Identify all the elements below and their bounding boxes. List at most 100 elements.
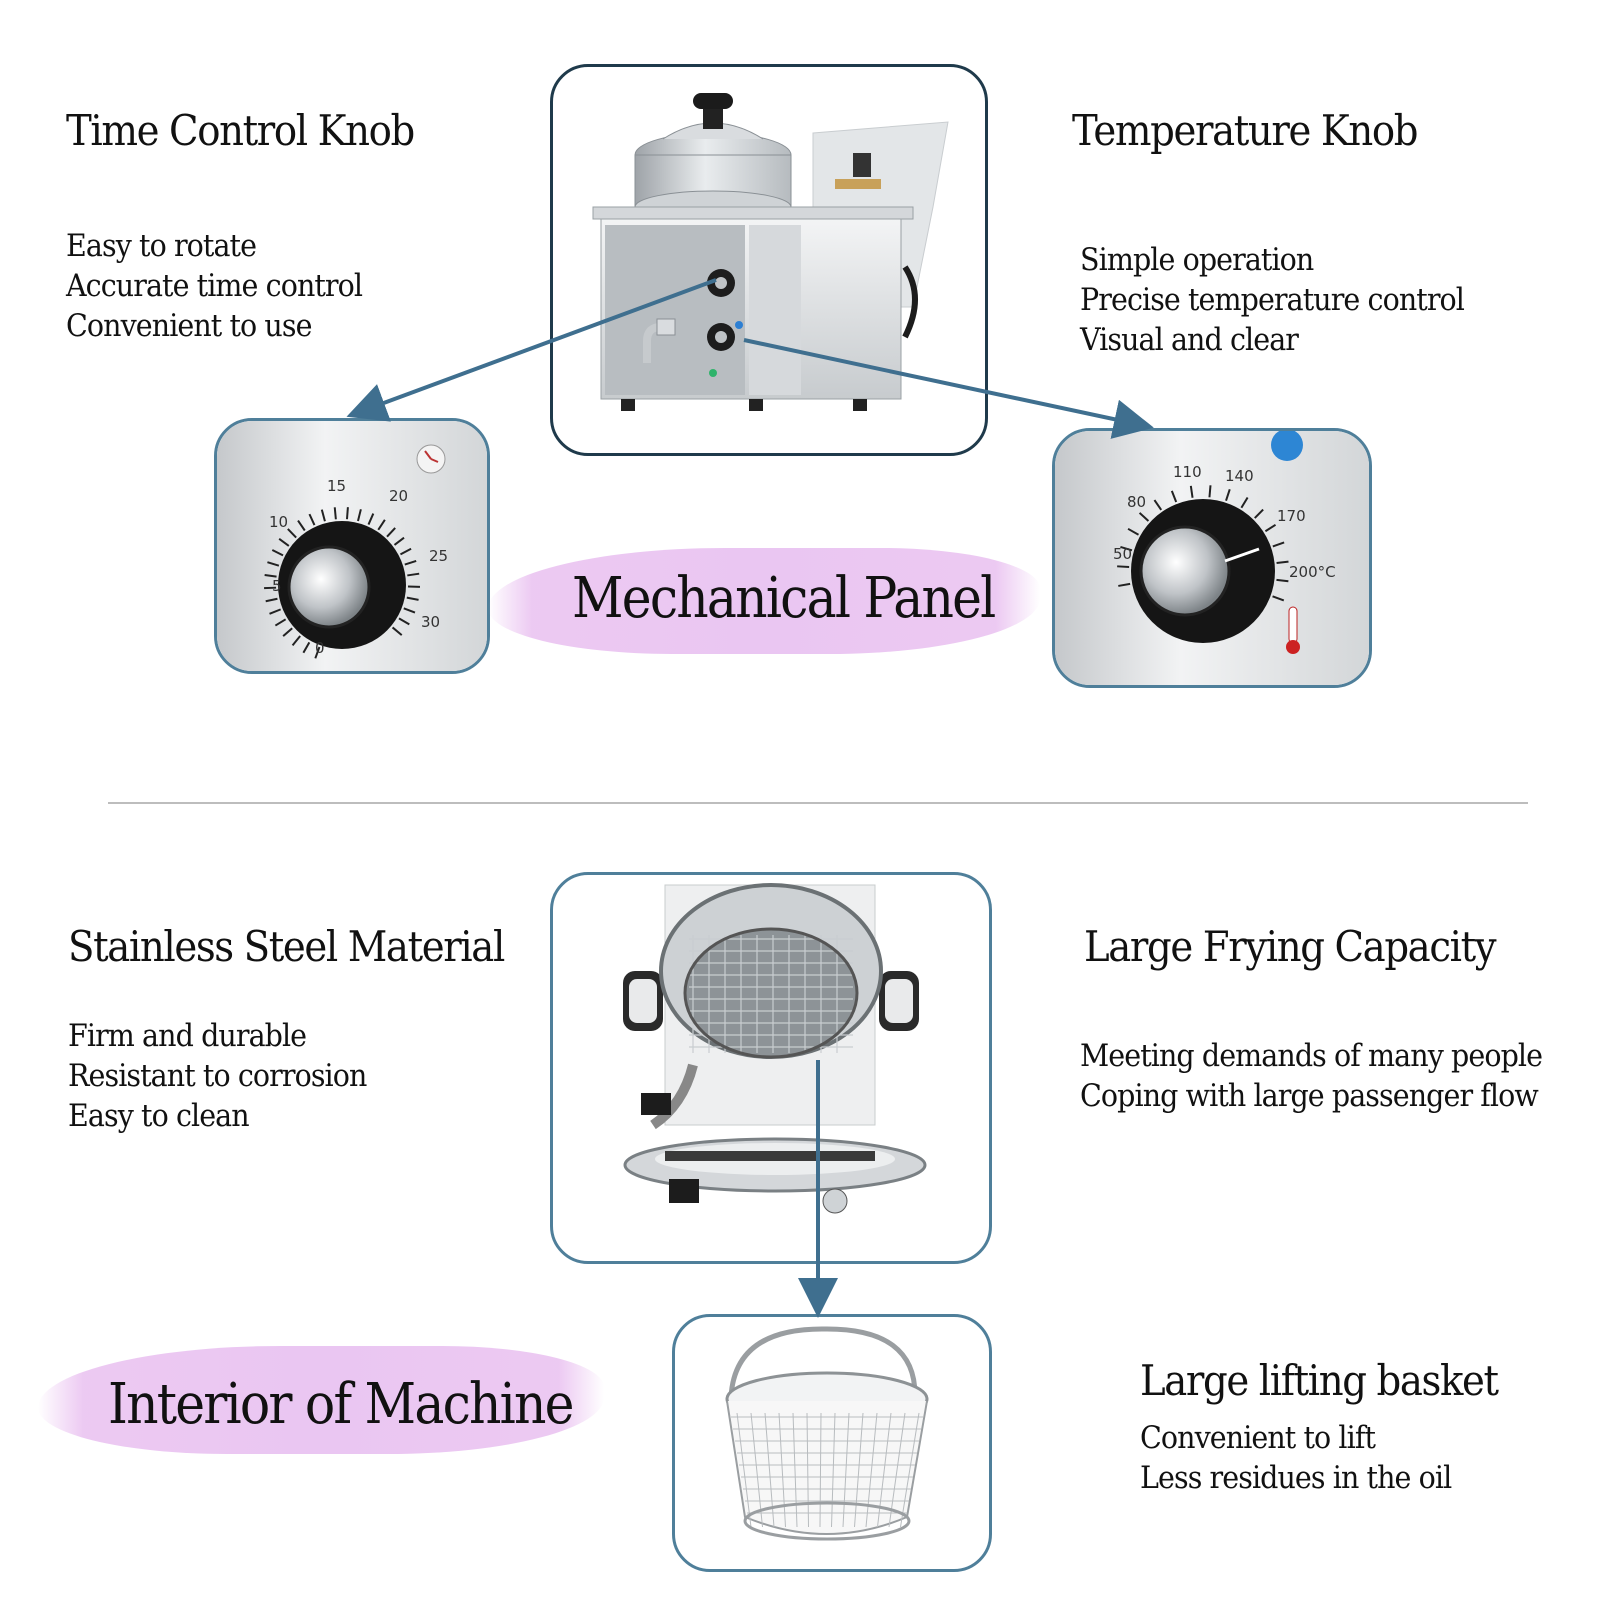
time-knob-title: Time Control Knob <box>66 106 415 155</box>
mesh-line <box>806 1412 809 1528</box>
mesh-line <box>750 1412 763 1528</box>
time-dial-label: 30 <box>421 613 440 631</box>
basket-title: Large lifting basket <box>1140 1356 1499 1405</box>
dial-tick <box>1272 541 1285 548</box>
dial-tick <box>314 646 321 659</box>
time-dial-label: 20 <box>389 487 408 505</box>
feature-line: Meeting demands of many people <box>1080 1038 1543 1074</box>
dial-tick <box>399 547 412 556</box>
temp-dial-label: 50 <box>1113 545 1132 563</box>
dial-tick <box>320 509 326 522</box>
mesh-line <box>778 1412 786 1528</box>
mesh-line <box>900 1412 920 1528</box>
interior-highlight <box>38 1346 604 1454</box>
material-title: Stainless Steel Material <box>68 922 505 971</box>
time-dial-label: 15 <box>327 477 346 495</box>
dial-tick <box>398 617 410 626</box>
feature-line: Less residues in the oil <box>1140 1460 1452 1496</box>
feature-line: Easy to rotate <box>66 228 257 264</box>
dial-tick <box>264 574 277 578</box>
mesh-line <box>865 1412 878 1528</box>
dial-tick <box>297 520 306 532</box>
mesh-line <box>819 1412 822 1528</box>
dial-tick <box>1240 496 1249 509</box>
dial-tick <box>1117 565 1130 568</box>
temp-dial-label: 170 <box>1277 507 1306 525</box>
feature-line: Convenient to lift <box>1140 1420 1376 1456</box>
temperature-dial: 50 80 110 140 170 200°C <box>1052 428 1372 688</box>
dial-tick <box>377 519 386 531</box>
dial-tick <box>367 513 375 525</box>
temp-dial-label: 200°C <box>1289 563 1336 581</box>
mesh-line <box>831 1412 836 1528</box>
feature-line: Precise temperature control <box>1080 282 1465 318</box>
temp-knob-features: Simple operation Precise temperature con… <box>1080 240 1465 360</box>
dial-tick <box>1208 485 1212 498</box>
dial-tick <box>1153 499 1163 511</box>
dial-tick <box>356 509 362 522</box>
feature-line: Easy to clean <box>68 1098 250 1134</box>
mesh-line <box>792 1412 798 1528</box>
time-dial-label: 25 <box>429 547 448 565</box>
feature-line: Accurate time control <box>66 268 363 304</box>
clock-icon <box>416 444 446 474</box>
temperature-dial-graphic: 50 80 110 140 170 200°C <box>1055 431 1369 685</box>
dial-tick <box>1170 490 1178 503</box>
dial-tick <box>1254 508 1264 519</box>
mechanical-panel-label: Mechanical Panel <box>572 566 996 631</box>
dial-tick <box>404 559 417 566</box>
fryer-interior-photo <box>550 872 992 1264</box>
dial-tick <box>1276 578 1289 583</box>
dial-tick <box>403 607 416 614</box>
feature-line: Resistant to corrosion <box>68 1058 367 1094</box>
feature-line: Convenient to use <box>66 308 312 344</box>
dial-tick <box>1272 595 1285 602</box>
dial-tick <box>265 597 278 603</box>
feature-line: Simple operation <box>1080 242 1314 278</box>
dial-tick <box>333 507 337 520</box>
mesh-line <box>842 1412 850 1528</box>
basket-features: Convenient to lift Less residues in the … <box>1140 1418 1452 1498</box>
temp-dial-label: 80 <box>1127 493 1146 511</box>
dial-tick <box>1118 582 1131 587</box>
mesh-line <box>888 1412 906 1528</box>
fryer-photo <box>550 64 988 456</box>
dial-tick <box>386 527 396 538</box>
section-divider <box>108 802 1528 804</box>
dial-tick <box>302 641 311 654</box>
dial-tick <box>406 596 419 601</box>
dial-tick <box>1225 488 1231 501</box>
dial-tick <box>267 561 280 567</box>
dial-tick <box>287 528 297 539</box>
dial-tick <box>1189 485 1194 498</box>
time-dial: 0 5 10 15 20 25 30 <box>214 418 490 674</box>
dial-tick <box>278 537 290 547</box>
capacity-title: Large Frying Capacity <box>1084 922 1497 971</box>
time-dial-label: 0 <box>315 639 325 657</box>
dial-tick <box>1120 545 1133 552</box>
capacity-features: Meeting demands of many people Coping wi… <box>1080 1036 1543 1116</box>
temp-knob-title: Temperature Knob <box>1072 106 1418 155</box>
time-dial-label: 10 <box>269 513 288 531</box>
dial-tick <box>1276 560 1289 564</box>
material-features: Firm and durable Resistant to corrosion … <box>68 1016 367 1136</box>
time-dial-graphic: 0 5 10 15 20 25 30 <box>217 421 487 671</box>
mesh-line <box>736 1412 752 1528</box>
feature-line: Firm and durable <box>68 1018 307 1054</box>
dial-tick <box>282 627 293 637</box>
dial-tick <box>1264 523 1277 533</box>
feature-line: Visual and clear <box>1080 322 1299 358</box>
dial-tick <box>345 507 349 520</box>
dial-tick <box>269 608 282 615</box>
dial-tick <box>308 513 316 526</box>
interior-label: Interior of Machine <box>108 1372 574 1437</box>
fryer-interior-illustration <box>623 883 927 1214</box>
thermometer-icon <box>1286 606 1300 654</box>
dial-tick <box>391 626 403 636</box>
basket-illustration <box>725 1326 929 1541</box>
feature-line: Coping with large passenger flow <box>1080 1078 1539 1114</box>
temp-dial-label: 110 <box>1173 463 1202 481</box>
mechanical-panel-highlight <box>488 548 1040 654</box>
dial-tick <box>1127 527 1140 536</box>
basket-photo <box>672 1314 992 1572</box>
